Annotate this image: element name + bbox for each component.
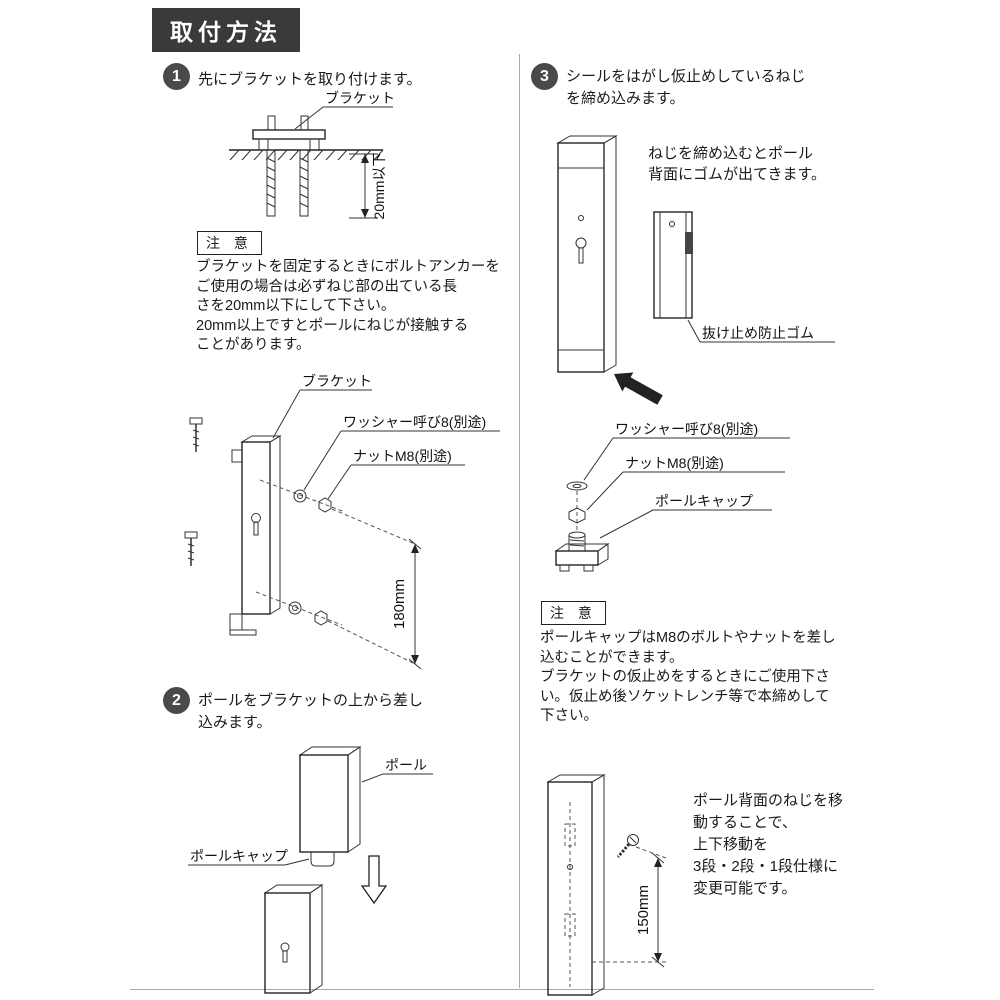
page-title: 取付方法 bbox=[152, 8, 300, 52]
heading-line: 込みます。 bbox=[198, 714, 272, 731]
washer-bottom bbox=[288, 601, 302, 615]
pole-callout: ポール bbox=[361, 757, 433, 783]
washer-drawing bbox=[566, 481, 588, 491]
dimension-150mm: 150mm bbox=[592, 846, 667, 968]
pole-upper-drawing bbox=[298, 746, 362, 867]
nut-label: ナットM8(別途) bbox=[625, 455, 724, 471]
mounting-screw-top bbox=[189, 417, 203, 452]
dim-150mm-label: 150mm bbox=[635, 885, 652, 935]
mounting-screw-bottom bbox=[184, 531, 198, 566]
caution-line: ご使用の場合は必ずねじ部の出ている長 bbox=[196, 278, 457, 295]
step-2-number-badge: 2 bbox=[163, 687, 190, 714]
note-line: 変更可能です。 bbox=[693, 880, 797, 897]
heading-line: シールをはがし仮止めしているねじ bbox=[566, 68, 806, 85]
pole-cap-label: ポールキャップ bbox=[655, 493, 753, 509]
step3-parts-diagram: ワッシャー呼び8(別途) ナットM8(別途) ポールキャップ bbox=[554, 421, 790, 572]
caution-line: ポールキャップはM8のボルトやナットを差し bbox=[540, 630, 836, 646]
note-line: 背面にゴムが出てきます。 bbox=[648, 166, 827, 183]
dim-20mm-label: 20mm以下 bbox=[371, 153, 387, 220]
pole-front-drawing bbox=[556, 135, 618, 373]
rubber-label: 抜け止め防止ゴム bbox=[702, 325, 814, 341]
washer-callout: ワッシャー呼び8(別途) bbox=[303, 414, 500, 491]
note-line: 上下移動を bbox=[693, 836, 769, 853]
nut-bottom bbox=[314, 610, 328, 626]
caution-line: 込むことができます。 bbox=[540, 649, 684, 666]
pole-rear-drawing bbox=[546, 774, 606, 996]
note-line: 動することで、 bbox=[693, 814, 797, 831]
step1-assembly-diagram: ブラケット ワッシャー呼び8(別途) ナットM8(別途) 180mm bbox=[184, 373, 500, 670]
step-3-heading: シールをはがし仮止めしているねじ を締め込みます。 bbox=[566, 66, 806, 110]
heading-line: ポールをブラケットの上から差し bbox=[198, 692, 424, 709]
pole-cap-on-pole bbox=[310, 852, 335, 867]
bracket-callout: ブラケット bbox=[272, 373, 372, 439]
nut-label: ナットM8(別途) bbox=[353, 448, 452, 464]
step3-adjustment-diagram: 150mm bbox=[546, 774, 667, 996]
nut-callout: ナットM8(別途) bbox=[327, 448, 465, 500]
pole-label: ポール bbox=[385, 757, 427, 773]
nut-drawing bbox=[568, 507, 586, 524]
pole-lower-drawing bbox=[263, 884, 324, 994]
bracket-label: ブラケット bbox=[325, 90, 395, 106]
step3-caution-badge: 注 意 bbox=[541, 601, 606, 625]
anchor-bolts bbox=[266, 149, 309, 217]
step1-anchoring-diagram: 20mm以下 ブラケット bbox=[229, 90, 395, 220]
washer-callout: ワッシャー呼び8(別途) bbox=[583, 421, 790, 481]
attention-arrow bbox=[614, 372, 663, 405]
step-3-number-badge: 3 bbox=[531, 63, 558, 90]
rubber-callout: 抜け止め防止ゴム bbox=[687, 319, 835, 343]
bracket-label: ブラケット bbox=[302, 373, 372, 389]
bracket-callout: ブラケット bbox=[294, 90, 395, 130]
step2-pole-insert-diagram: ポール ポールキャップ bbox=[188, 746, 433, 994]
washer-top bbox=[293, 489, 307, 503]
column-divider bbox=[519, 54, 520, 988]
retaining-rubber bbox=[685, 232, 693, 254]
dimension-20mm: 20mm以下 bbox=[349, 153, 387, 220]
step1-caution-badge: 注 意 bbox=[197, 231, 262, 255]
note-line: 3段・2段・1段仕様に bbox=[693, 858, 839, 875]
step3-caution-text: ポールキャップはM8のボルトやナットを差し 込むことができます。 ブラケットの仮… bbox=[540, 629, 836, 727]
nut-callout: ナットM8(別途) bbox=[586, 455, 785, 511]
heading-line: を締め込みます。 bbox=[566, 90, 685, 107]
step1-caution-text: ブラケットを固定するときにボルトアンカーを ご使用の場合は必ずねじ部の出ている長… bbox=[196, 258, 500, 356]
dimension-180mm: 180mm bbox=[327, 508, 422, 670]
pole-cap-drawing bbox=[554, 531, 610, 572]
pole-cap-callout: ポールキャップ bbox=[188, 848, 310, 866]
ground-hatching bbox=[229, 149, 384, 161]
washer-label: ワッシャー呼び8(別途) bbox=[615, 421, 758, 437]
step3-pole-diagram: 抜け止め防止ゴム bbox=[556, 135, 835, 405]
note-line: ポール背面のねじを移 bbox=[693, 792, 844, 809]
adjust-screw-drawing bbox=[616, 834, 639, 858]
caution-line: ブラケットの仮止めをするときにご使用下さ bbox=[540, 669, 830, 685]
step-1-number-badge: 1 bbox=[163, 63, 190, 90]
pole-cap-callout: ポールキャップ bbox=[599, 493, 772, 539]
caution-line: 20mm以上ですとポールにねじが接触する bbox=[196, 317, 469, 334]
step-2-heading: ポールをブラケットの上から差し 込みます。 bbox=[198, 690, 423, 734]
step3-bottom-note: ポール背面のねじを移 動することで、 上下移動を 3段・2段・1段仕様に 変更可… bbox=[693, 790, 843, 900]
bracket-drawing bbox=[229, 435, 282, 636]
bracket-section-drawing bbox=[252, 115, 326, 151]
note-line: ねじを締め込むとポール bbox=[648, 145, 814, 162]
pole-cap-label: ポールキャップ bbox=[190, 848, 288, 864]
dim-180mm-label: 180mm bbox=[391, 579, 408, 629]
caution-line: ことがあります。 bbox=[196, 337, 311, 353]
caution-line: 下さい。 bbox=[540, 708, 598, 724]
step-1-heading: 先にブラケットを取り付けます。 bbox=[198, 71, 422, 88]
caution-line: ブラケットを固定するときにボルトアンカーを bbox=[196, 259, 500, 275]
caution-line: さを20mm以下にして下さい。 bbox=[196, 298, 396, 314]
caution-line: い。仮止め後ソケットレンチ等で本締めして bbox=[540, 688, 830, 705]
page-bottom-rule bbox=[130, 989, 874, 990]
washer-label: ワッシャー呼び8(別途) bbox=[343, 414, 486, 430]
step3-note: ねじを締め込むとポール 背面にゴムが出てきます。 bbox=[648, 143, 826, 185]
insert-direction-arrow bbox=[360, 855, 388, 905]
nut-top bbox=[318, 497, 332, 513]
pole-back-view-drawing bbox=[653, 211, 693, 319]
